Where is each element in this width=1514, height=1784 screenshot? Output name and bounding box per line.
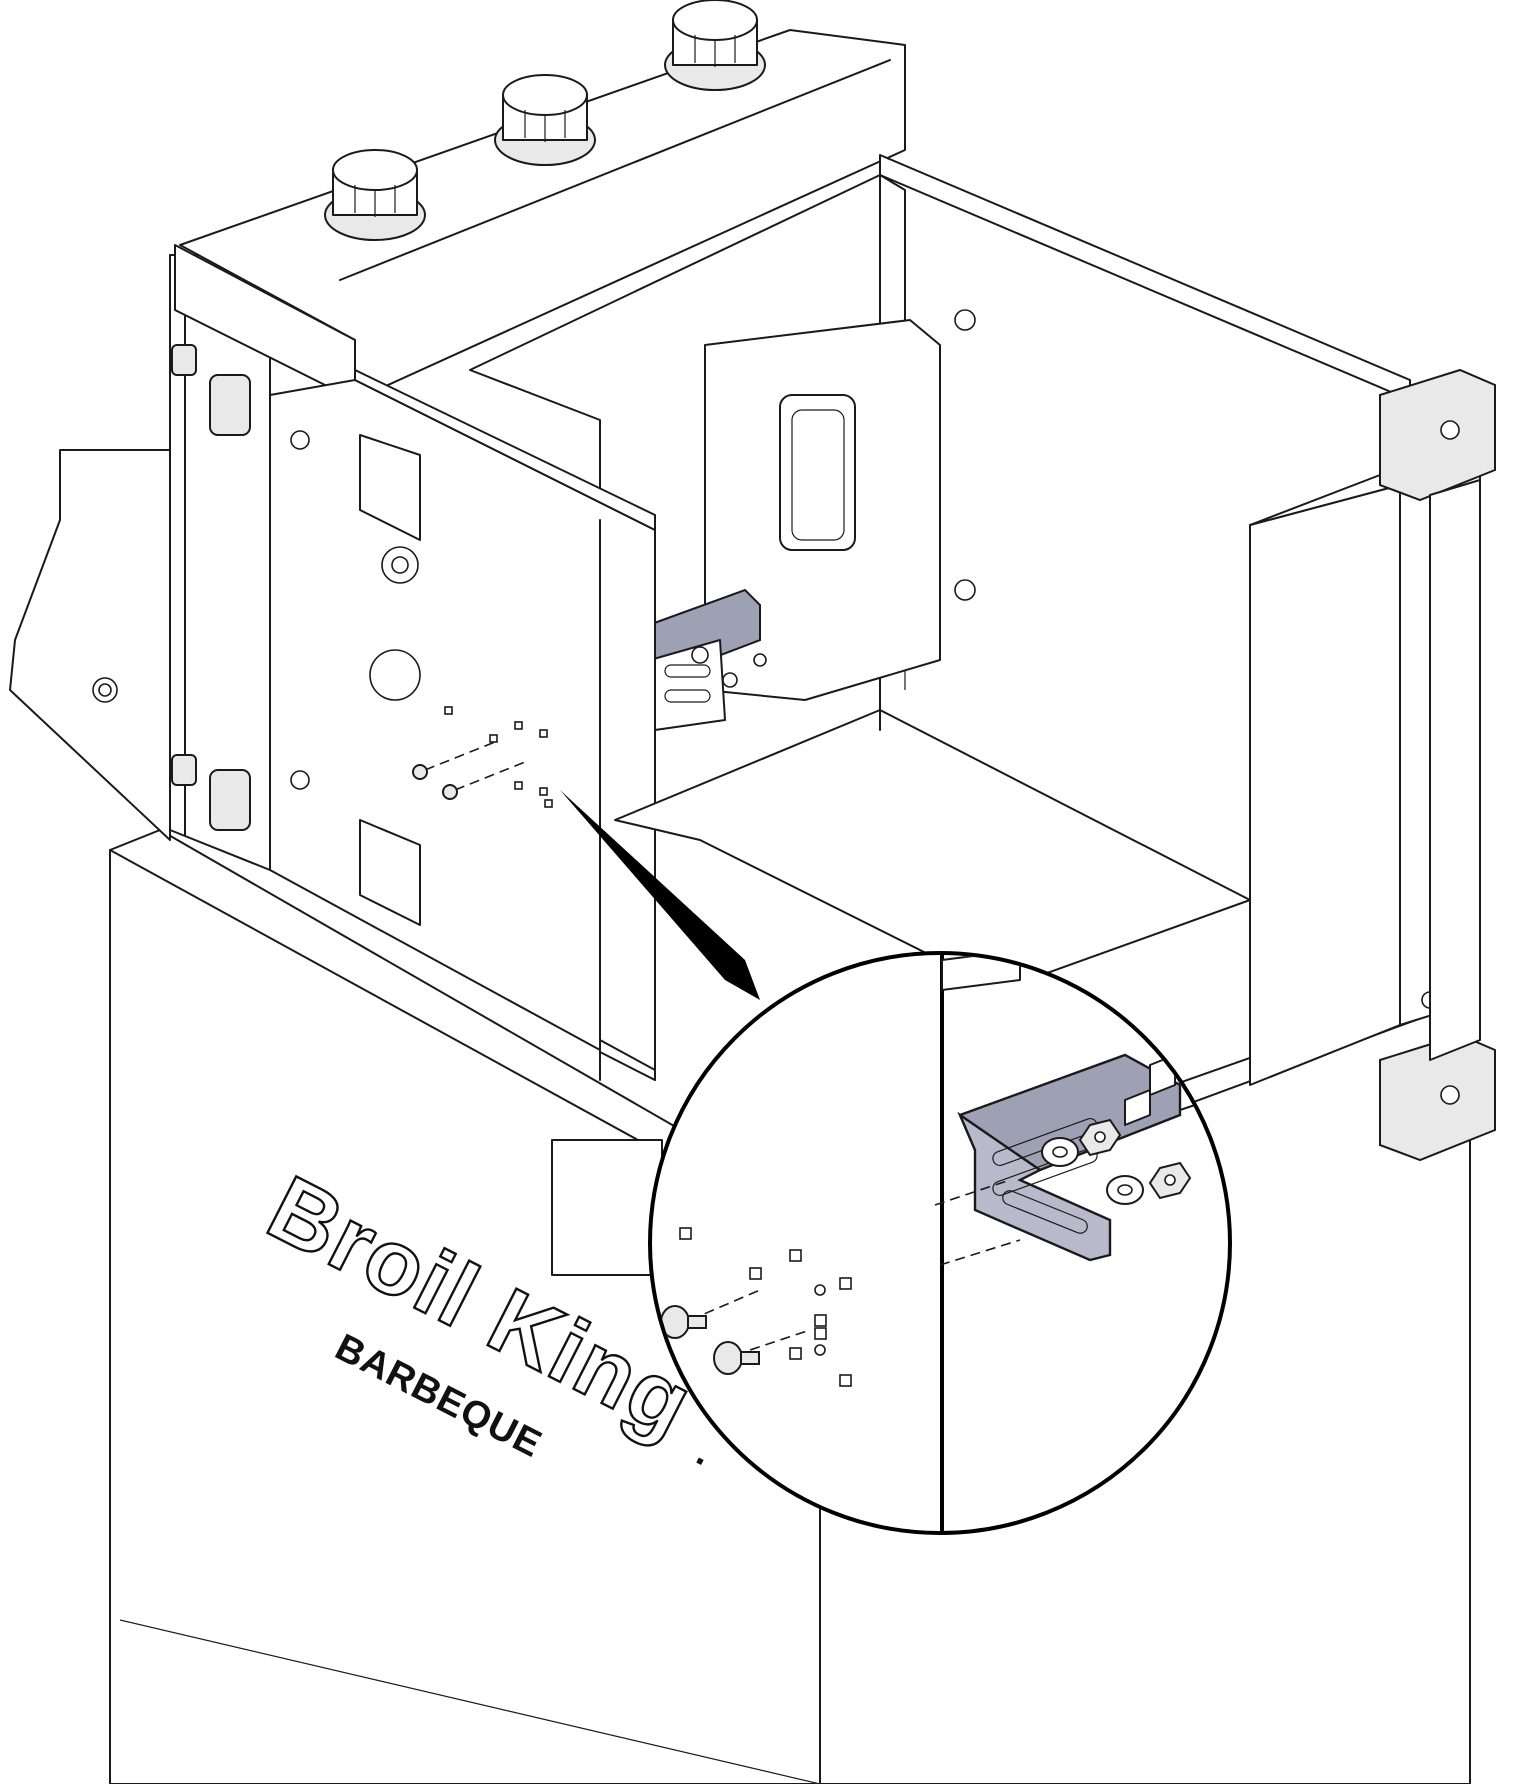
- knob-center: [494, 74, 596, 166]
- mounting-bracket: [634, 588, 767, 731]
- detail-circle-border: [648, 951, 1232, 1535]
- panel-cutout-lower: [359, 819, 421, 926]
- hinge-clip-bottom: [209, 769, 251, 831]
- bottom-tray: [614, 709, 1251, 991]
- screw-main-2: [442, 784, 458, 800]
- detail-view: [648, 951, 1232, 1535]
- control-panel: [174, 29, 906, 401]
- inner-housing: [704, 309, 976, 701]
- right-handle-caps: [1379, 368, 1496, 1162]
- left-side-shelf: [9, 449, 171, 841]
- hinge-clip-top: [209, 374, 251, 436]
- cart-front-panel: [109, 849, 821, 1784]
- detail-screw-2: [713, 1341, 760, 1375]
- detail-washer-2: [1106, 1175, 1144, 1205]
- panel-cutout-upper: [359, 434, 421, 541]
- knob-right: [664, 0, 766, 91]
- detail-hole: [679, 1227, 692, 1240]
- screw-main-1: [412, 764, 428, 780]
- detail-screw-1: [660, 1305, 707, 1339]
- callout-pointer: [560, 790, 760, 1000]
- detail-washer-1: [1041, 1137, 1079, 1167]
- front-left-panel: [269, 369, 656, 1081]
- control-knobs: [324, 0, 766, 241]
- screw-holes-main: [412, 706, 553, 808]
- detail-nut-2: [1148, 1161, 1192, 1200]
- detail-nut-1: [1078, 1118, 1122, 1157]
- knob-left: [324, 149, 426, 241]
- cart-label-plate: [551, 1139, 663, 1276]
